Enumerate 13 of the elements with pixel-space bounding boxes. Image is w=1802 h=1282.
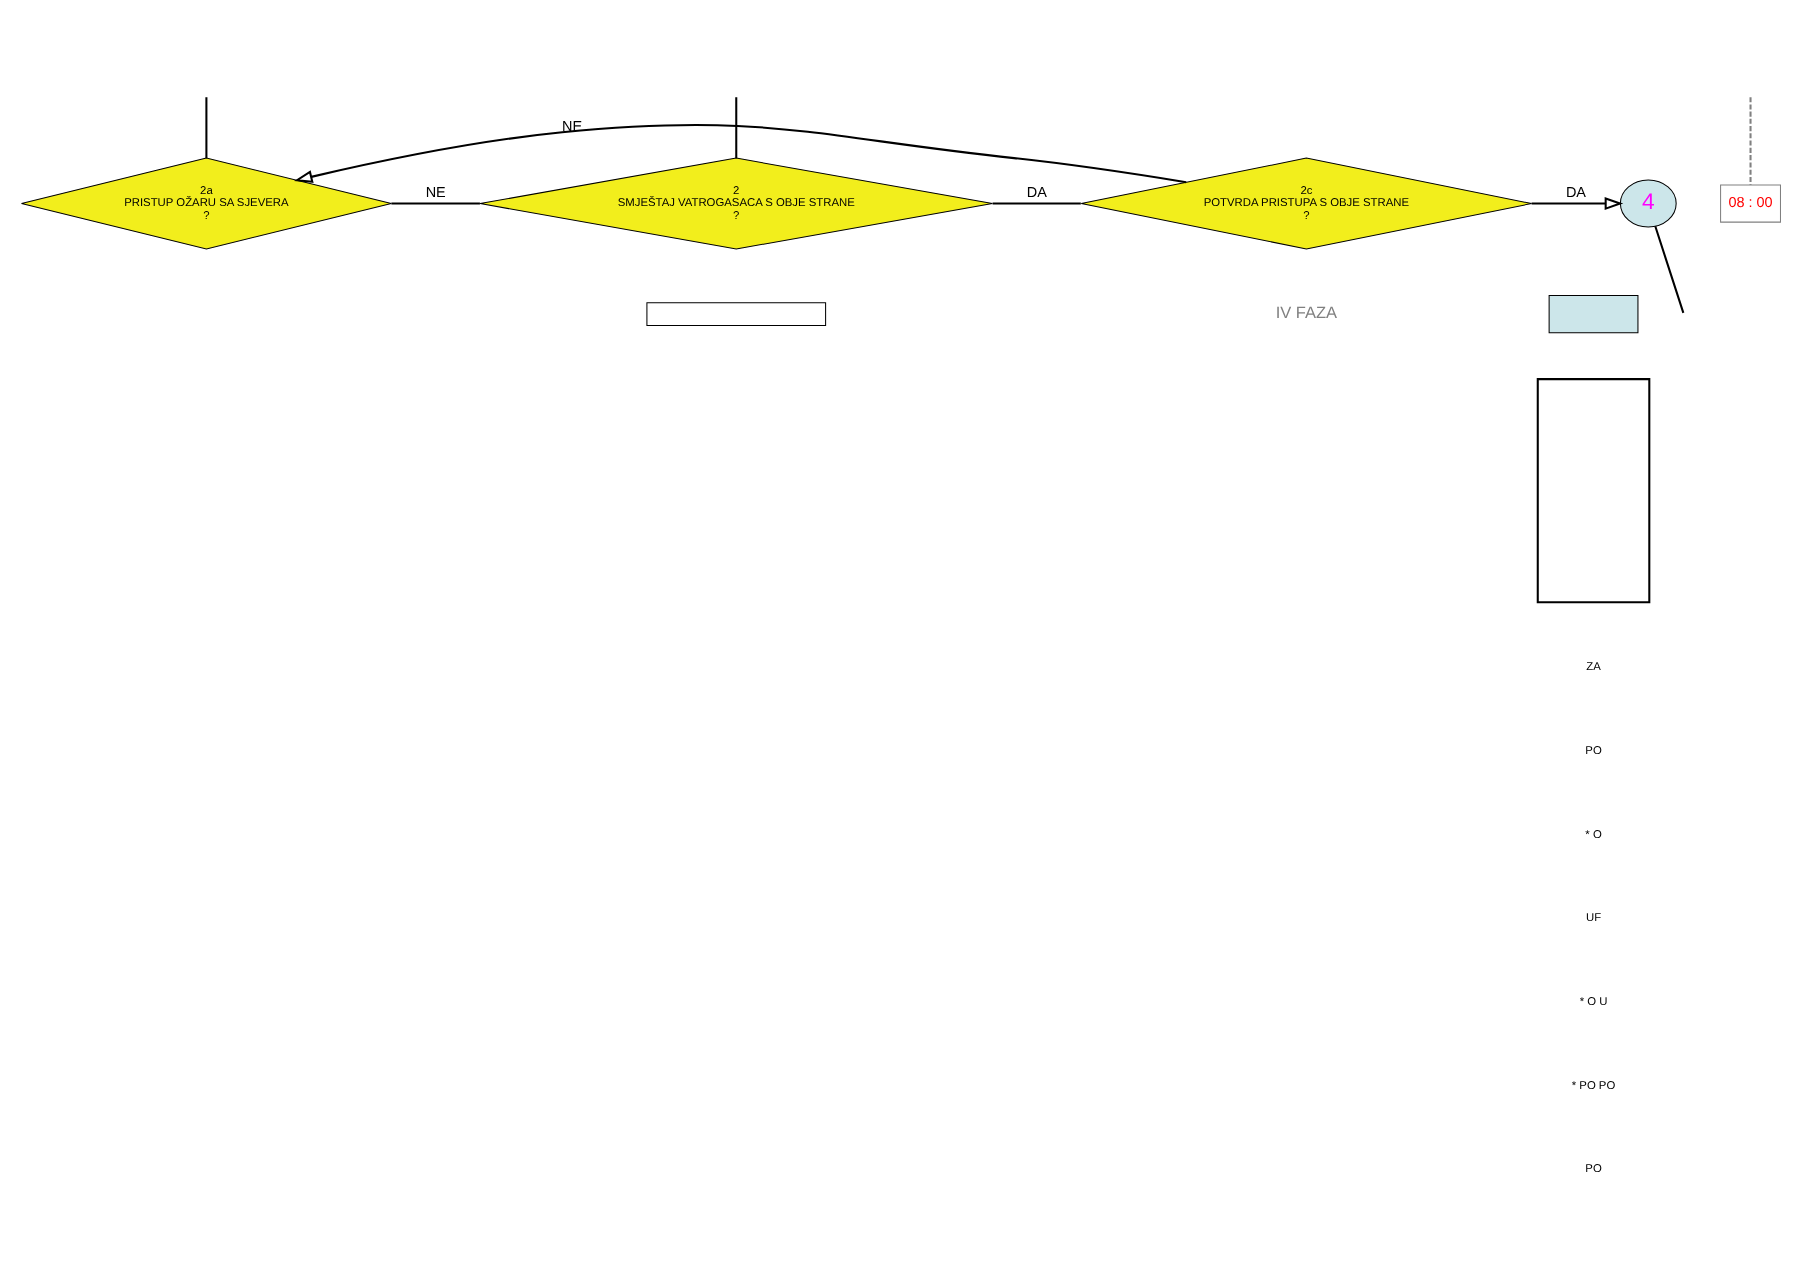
node-ellipse: 4 [1619,178,1677,227]
arrow [294,122,1187,183]
connector [735,96,738,158]
node-box [646,301,827,325]
connector [1654,224,1685,313]
connector [391,201,480,204]
connector [1749,96,1752,184]
node-box [1548,293,1639,333]
connector [205,96,208,158]
label: IV FAZA [1275,302,1338,321]
node-box [1536,377,1651,603]
arrow [1531,196,1624,210]
connector [992,201,1081,204]
